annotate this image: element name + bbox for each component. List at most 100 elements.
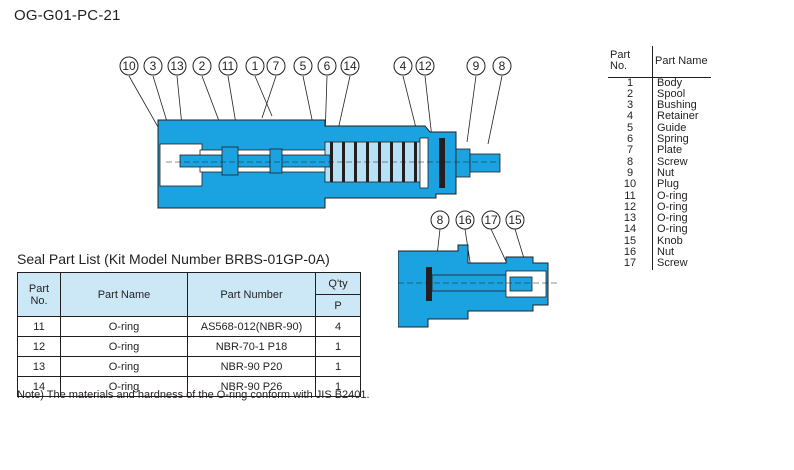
svg-text:8: 8 [499, 59, 506, 73]
part-no: 11 [608, 190, 653, 202]
seal-part-number: AS568-012(NBR-90) [187, 316, 316, 337]
callout-marker: 8 [492, 56, 512, 76]
knob-detail-drawing: 8 16 17 15 [398, 210, 558, 328]
seal-part-no: 13 [17, 356, 61, 377]
part-no: 3 [608, 99, 653, 112]
callout-marker: 2 [192, 56, 212, 76]
svg-text:13: 13 [170, 59, 184, 73]
callout-marker: 7 [266, 56, 286, 76]
svg-text:7: 7 [273, 59, 280, 73]
part-name: Body [657, 76, 683, 89]
part-name: Screw [657, 155, 688, 168]
callout-marker: 3 [143, 56, 163, 76]
part-no: 15 [608, 235, 653, 248]
part-name: Plate [657, 144, 683, 157]
callout-marker: 1 [245, 56, 265, 76]
seal-part-no: 14 [17, 376, 61, 397]
part-no: 9 [608, 167, 653, 180]
callout-marker: 8 [430, 210, 450, 230]
callout-marker: 12 [415, 56, 435, 76]
part-name: O-ring [657, 189, 688, 202]
part-no: 14 [608, 224, 653, 236]
seal-part-number: NBR-70-1 P18 [187, 336, 316, 357]
seal-header-part-number: Part Number [187, 272, 316, 317]
parts-row: 13 O-ring [608, 212, 711, 225]
seal-part-name: O-ring [60, 376, 188, 397]
parts-row: 11 O-ring [608, 189, 711, 202]
part-no: 13 [608, 212, 653, 225]
parts-row: 7 Plate [608, 144, 711, 157]
part-name: Knob [657, 234, 683, 247]
parts-row: 3 Bushing [608, 99, 711, 112]
valve-cross-section-drawing: 10 3 13 2 11 1 7 5 6 14 4 12 9 8 [119, 56, 512, 209]
part-name: Spool [657, 87, 686, 100]
svg-text:4: 4 [400, 59, 407, 73]
part-name: O-ring [657, 200, 688, 213]
main-callouts: 10 3 13 2 11 1 7 5 6 14 4 12 9 8 [119, 56, 512, 76]
parts-row: 14 O-ring [608, 223, 711, 236]
seal-part-name: O-ring [60, 316, 188, 337]
callout-marker: 16 [455, 210, 475, 230]
seal-qty: 1 [315, 376, 361, 397]
part-no: 17 [608, 258, 653, 270]
parts-header-no: Part No. [608, 46, 653, 78]
part-name: Nut [657, 166, 675, 179]
seal-qty: 1 [315, 336, 361, 357]
seal-part-no: 11 [17, 316, 61, 337]
parts-header-name: Part Name [652, 46, 711, 78]
note-text: Note) The materials and hardness of the … [17, 389, 370, 401]
parts-row: 9 Nut [608, 166, 711, 180]
seal-qty: 1 [315, 356, 361, 377]
callout-marker: 10 [119, 56, 139, 76]
svg-text:8: 8 [437, 213, 444, 227]
svg-text:16: 16 [458, 213, 472, 227]
seal-part-number: NBR-90 P26 [187, 376, 316, 397]
seal-list-title: Seal Part List (Kit Model Number BRBS-01… [17, 251, 330, 267]
document-title: OG-G01-PC-21 [14, 7, 121, 24]
svg-text:5: 5 [300, 59, 307, 73]
seal-part-name: O-ring [60, 336, 188, 357]
callout-marker: 4 [393, 56, 413, 76]
detail-callouts: 8 16 17 15 [430, 210, 525, 230]
part-no: 7 [608, 145, 653, 157]
callout-marker: 14 [340, 56, 360, 76]
part-no: 12 [608, 201, 653, 214]
part-no: 6 [608, 133, 653, 146]
svg-text:3: 3 [150, 59, 157, 73]
callout-marker: 13 [167, 56, 187, 76]
part-name: O-ring [657, 223, 688, 236]
part-no: 2 [608, 88, 653, 101]
part-name: Guide [657, 121, 687, 134]
part-no: 10 [608, 178, 653, 191]
svg-text:11: 11 [222, 59, 235, 73]
svg-text:15: 15 [508, 213, 522, 227]
callout-marker: 17 [481, 210, 501, 230]
part-no: 5 [608, 122, 653, 135]
seal-part-no: 12 [17, 336, 61, 357]
callout-marker: 9 [466, 56, 486, 76]
part-name: O-ring [657, 212, 688, 225]
seal-header-qty-unit: P [315, 294, 361, 317]
svg-text:2: 2 [199, 59, 206, 73]
svg-text:6: 6 [324, 59, 331, 73]
parts-row: 15 Knob [608, 234, 711, 248]
callout-marker: 5 [293, 56, 313, 76]
part-name: Bushing [657, 99, 697, 112]
part-no: 4 [608, 111, 653, 123]
svg-text:10: 10 [122, 59, 136, 73]
svg-text:9: 9 [473, 59, 480, 73]
